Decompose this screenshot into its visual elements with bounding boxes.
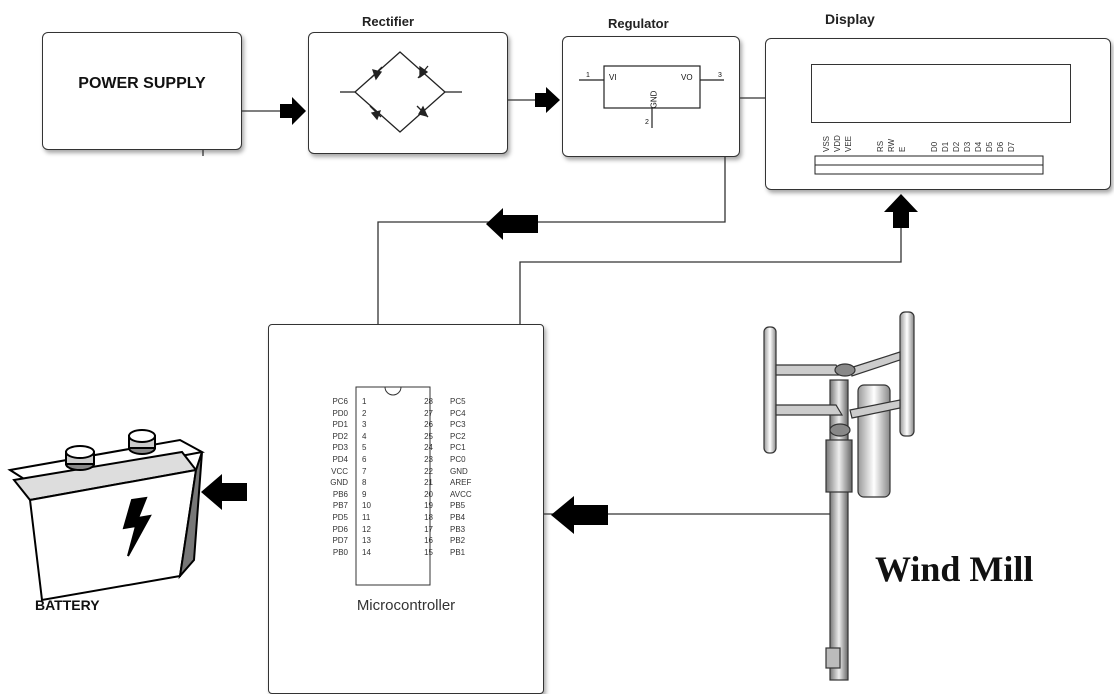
mcu-pin-label: PD4	[332, 454, 348, 464]
arrow-mcu-to-battery	[201, 474, 247, 510]
mcu-pin-label: PB1	[450, 547, 466, 557]
mcu-pin-number: 9	[362, 489, 367, 499]
wind-mill-icon	[763, 311, 915, 681]
mcu-pin-label: GND	[330, 478, 348, 488]
mcu-pin-number: 21	[424, 478, 433, 488]
arrow-rectifier-to-regulator	[535, 87, 560, 113]
mcu-pin-label: PC2	[450, 431, 466, 441]
mcu-pin-number: 10	[362, 501, 371, 511]
mcu-pin-label: AVCC	[450, 489, 472, 499]
mcu-pin-label: PD2	[332, 431, 348, 441]
arrow-mcu-to-display	[884, 194, 918, 228]
mcu-pin-label: AREF	[450, 478, 472, 488]
mcu-pin-label: PC4	[450, 408, 466, 418]
mcu-dip-chip	[355, 386, 431, 586]
rectifier-block	[308, 32, 508, 154]
connection-lines	[202, 97, 902, 515]
regulator-vo-label: VO	[681, 73, 693, 82]
arrow-regulator-to-mcu	[486, 208, 538, 240]
regulator-ic-symbol	[579, 65, 724, 128]
mcu-pin-number: 1	[362, 397, 367, 406]
power-supply-label: POWER SUPPLY	[78, 75, 206, 92]
mcu-pin-number: 26	[424, 420, 433, 430]
display-pin-header	[814, 155, 1044, 175]
mcu-pin-number: 27	[424, 408, 433, 418]
regulator-pin3: 3	[718, 72, 722, 79]
mcu-pin-number: 24	[424, 443, 433, 453]
regulator-block	[562, 36, 740, 157]
mcu-pin-number: 23	[424, 454, 433, 464]
mcu-pin-number: 4	[362, 431, 367, 441]
wind-mill-label: Wind Mill	[875, 549, 1034, 589]
mcu-pin-label: PB6	[332, 489, 348, 499]
mcu-pin-label: PD5	[332, 512, 348, 522]
mcu-pin-label: PB0	[332, 547, 348, 557]
mcu-pin-number: 2	[362, 408, 367, 418]
mcu-pin-label: PC6	[332, 397, 348, 406]
mcu-pin-label: PB7	[332, 501, 348, 511]
display-label: Display	[825, 11, 875, 27]
mcu-pin-number: 22	[424, 466, 433, 476]
mcu-pin-label: PD7	[332, 536, 348, 546]
regulator-pin2: 2	[645, 119, 649, 126]
arrow-power-to-rectifier	[280, 97, 306, 125]
battery-label: BATTERY	[35, 597, 100, 613]
microcontroller-label: Microcontroller	[356, 597, 456, 614]
rectifier-label: Rectifier	[362, 14, 415, 29]
battery-icon	[7, 429, 205, 602]
mcu-pin-label: PB5	[450, 501, 466, 511]
mcu-pin-label: PB3	[450, 524, 466, 534]
microcontroller-block: Microcontroller	[268, 324, 544, 694]
mcu-pin-label: GND	[450, 466, 468, 476]
mcu-pin-label: PD0	[332, 408, 348, 418]
mcu-pin-label: PC1	[450, 443, 466, 453]
mcu-pin-number: 6	[362, 454, 367, 464]
mcu-pin-label: PD1	[332, 420, 348, 430]
regulator-vi-label: VI	[609, 73, 617, 82]
mcu-pin-number: 17	[424, 524, 433, 534]
mcu-pin-label: PC3	[450, 420, 466, 430]
mcu-pin-number: 5	[362, 443, 367, 453]
mcu-pin-label: PD6	[332, 524, 348, 534]
regulator-label: Regulator	[608, 16, 669, 31]
mcu-pin-number: 16	[424, 536, 433, 546]
bridge-rectifier-symbol	[340, 51, 462, 133]
mcu-pin-label: PB2	[450, 536, 466, 546]
mcu-pin-number: 12	[362, 524, 371, 534]
lcd-screen	[811, 64, 1071, 123]
mcu-pin-number: 20	[424, 489, 433, 499]
mcu-pin-number: 14	[362, 547, 371, 557]
mcu-pin-number: 11	[362, 512, 371, 522]
mcu-pin-number: 28	[424, 397, 433, 406]
mcu-pin-label: PC5	[450, 397, 466, 406]
mcu-pin-number: 15	[424, 547, 433, 557]
power-supply-block: POWER SUPPLY	[42, 32, 242, 150]
mcu-pin-number: 19	[424, 501, 433, 511]
mcu-pin-number: 3	[362, 420, 367, 430]
mcu-pin-label: PD3	[332, 443, 348, 453]
mcu-pin-number: 25	[424, 431, 433, 441]
mcu-pin-label: VCC	[331, 466, 348, 476]
flow-arrows	[201, 87, 918, 534]
mcu-pin-number: 18	[424, 512, 433, 522]
mcu-pin-label: PB4	[450, 512, 466, 522]
mcu-pin-label: PC0	[450, 454, 466, 464]
regulator-pin1: 1	[586, 72, 590, 79]
mcu-pin-number: 13	[362, 536, 371, 546]
mcu-pin-number: 8	[362, 478, 367, 488]
arrow-windmill-to-mcu	[551, 496, 608, 534]
mcu-pin-number: 7	[362, 466, 367, 476]
